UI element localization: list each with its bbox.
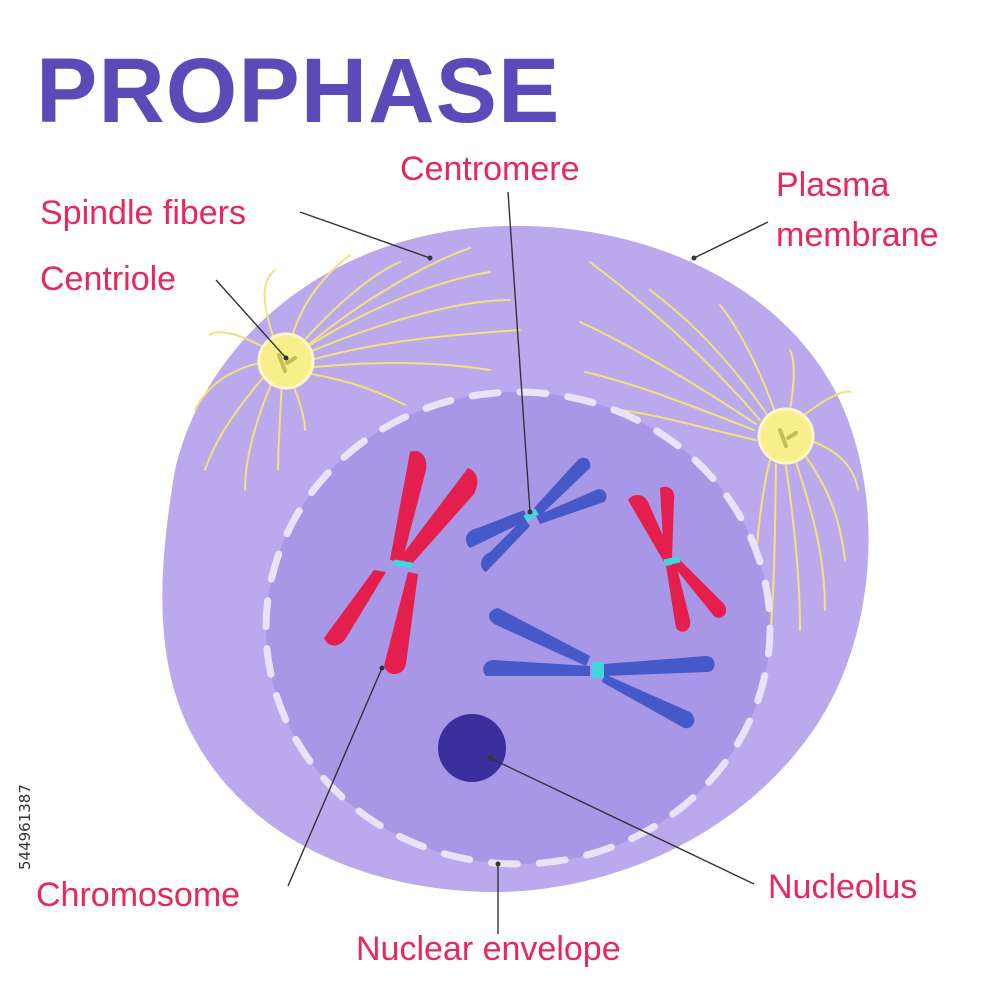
label-chromosome: Chromosome [36, 876, 240, 914]
chromosome-blue-large [483, 608, 715, 729]
label-nuclear-envelope: Nuclear envelope [356, 930, 621, 968]
chromosome-blue-small [465, 457, 607, 572]
leader-dots [283, 255, 697, 867]
centriole-right [757, 407, 815, 465]
label-centromere: Centromere [400, 150, 580, 188]
centriole-left [257, 332, 315, 390]
chromosome-red-small [628, 486, 727, 632]
label-centriole: Centriole [40, 260, 176, 298]
leader-lines [215, 191, 769, 934]
chromosome-red-large [324, 450, 478, 675]
label-plasma-membrane-line1: Plasma [776, 166, 889, 204]
label-spindle-fibers: Spindle fibers [40, 194, 246, 232]
diagram-title: PROPHASE [36, 40, 560, 142]
nucleolus [438, 714, 506, 782]
stock-id: 544961387 [16, 784, 34, 870]
spindle-fibers [194, 247, 859, 641]
label-plasma-membrane-line2: membrane [776, 216, 939, 254]
nuclear-envelope [262, 388, 774, 868]
label-nucleolus: Nucleolus [768, 868, 917, 906]
